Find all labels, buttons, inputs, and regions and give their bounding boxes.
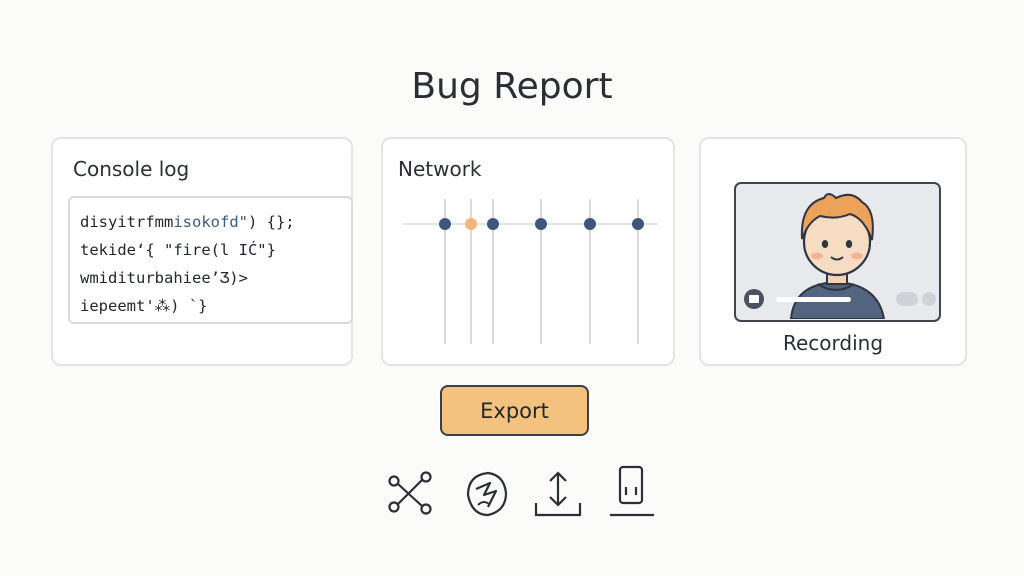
recording-panel: Recording [699, 137, 967, 366]
log-line: wmiditurbahiee’Ʒ)> [80, 269, 248, 287]
bug-icon[interactable] [460, 465, 512, 521]
recording-label: Recording [782, 331, 884, 355]
network-timeline [403, 199, 658, 344]
page-title: Bug Report [411, 66, 613, 107]
recording-preview[interactable] [734, 182, 941, 322]
request-point[interactable] [465, 218, 477, 230]
log-line-accent: isokofd" [173, 213, 248, 231]
log-line: tekide‘{ "fire(l IĆ"} [80, 241, 276, 259]
network-panel: Network [381, 137, 675, 366]
request-point[interactable] [535, 218, 547, 230]
device-icon[interactable] [606, 465, 658, 521]
console-log-title: Console log [73, 157, 190, 181]
settings-toggle-icon [922, 292, 936, 306]
share-icon[interactable] [384, 465, 436, 521]
network-title: Network [398, 157, 482, 181]
request-point[interactable] [632, 218, 644, 230]
mic-toggle-icon [896, 292, 918, 306]
request-point[interactable] [584, 218, 596, 230]
action-icon-row [0, 465, 1024, 521]
upload-icon[interactable] [532, 465, 584, 521]
log-line: iepeemt'⁂) `} [80, 297, 208, 315]
console-log-box[interactable]: disyitrfmmisokofd") {}; tekide‘{ "fire(l… [68, 196, 353, 324]
console-log-panel: Console log disyitrfmmisokofd") {}; teki… [51, 137, 353, 366]
recording-thumbnail [744, 193, 936, 320]
log-line: disyitrfmmisokofd") {}; [80, 213, 295, 231]
request-point[interactable] [487, 218, 499, 230]
avatar-hair [800, 193, 874, 241]
progress-track [776, 297, 851, 302]
request-point[interactable] [439, 218, 451, 230]
export-button[interactable]: Export [440, 385, 589, 436]
